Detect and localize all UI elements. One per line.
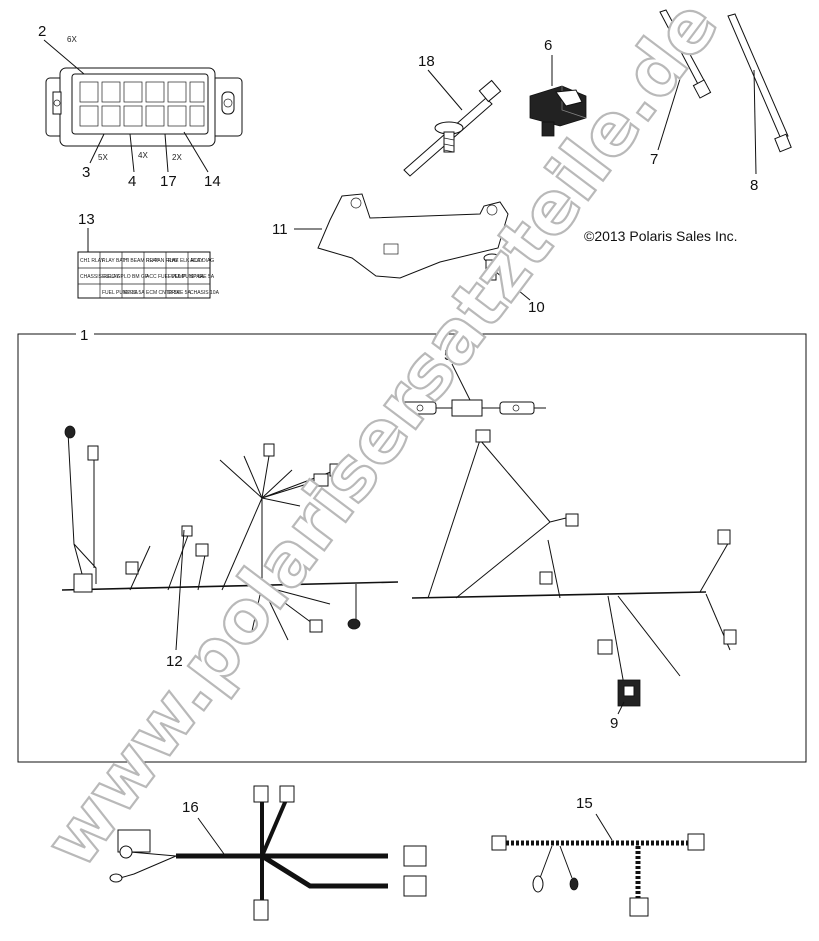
- leader-18: [427, 69, 463, 111]
- callout-16: 16: [182, 799, 199, 816]
- callout-15: 15: [576, 795, 593, 812]
- callout-5: 5: [444, 347, 452, 364]
- fuse-cell: ECM CNTR 5A: [146, 290, 181, 296]
- leader-17: [164, 133, 169, 173]
- callout-4: 4: [128, 173, 136, 190]
- main-harness-frame: [17, 333, 807, 763]
- fuse-cell: DRIVE 5A: [168, 290, 191, 296]
- leader-12: [175, 529, 185, 651]
- leader-2: [43, 39, 85, 75]
- callout-9: 9: [610, 715, 618, 732]
- fuse-cell: HI BEAM RLAY: [124, 258, 159, 264]
- leader-8: [753, 69, 757, 175]
- leader-14: [183, 131, 209, 173]
- fuse-cell: LO BM GP: [124, 274, 149, 280]
- callout-1: 1: [80, 327, 88, 344]
- fuse-cell: FUEL PUMP 5A: [102, 290, 139, 296]
- qty-4x: 4X: [138, 151, 148, 160]
- callout-13: 13: [78, 211, 95, 228]
- callout-12: 12: [166, 653, 183, 670]
- cable-tie-mount: [403, 79, 502, 177]
- callout-7: 7: [650, 151, 658, 168]
- callout-14: 14: [204, 173, 221, 190]
- push-rivet: [483, 253, 501, 281]
- callout-6: 6: [544, 37, 552, 54]
- auxiliary-harness: [109, 785, 427, 921]
- extension-harness: [491, 833, 705, 917]
- fuse-cell: ACC FUEL PUMP: [146, 274, 187, 280]
- connector-part: [529, 85, 587, 137]
- jumper-harness: [396, 399, 546, 417]
- leader-16: [197, 817, 225, 855]
- qty-5x: 5X: [98, 153, 108, 162]
- fuse-cell: SPARE 5A: [190, 274, 215, 280]
- callout-10: 10: [528, 299, 545, 316]
- fuse-cell: CHASSIS RELAY: [80, 274, 120, 280]
- chassis-harness-right: [411, 429, 737, 707]
- fuse-cell: ACC DIAG: [190, 258, 214, 264]
- fuse-cell: RHE ELK RLAY: [168, 258, 204, 264]
- leader-3: [89, 133, 105, 164]
- callout-17: 17: [160, 173, 177, 190]
- cable-tie-8: [727, 13, 792, 153]
- leader-15: [595, 813, 613, 841]
- leader-9: [617, 701, 625, 715]
- leader-5: [451, 363, 471, 401]
- chassis-harness-left: [61, 425, 399, 641]
- leader-10: [495, 271, 531, 301]
- fuse-cell: RR FAN RLAY: [146, 258, 179, 264]
- fuse-cell: ELEC GP: [102, 274, 124, 280]
- callout-8: 8: [750, 177, 758, 194]
- fuse-box: [45, 67, 243, 147]
- mounting-bracket: [317, 193, 509, 279]
- callout-11: 11: [272, 221, 288, 238]
- cable-tie-7: [659, 9, 712, 99]
- callout-3: 3: [82, 164, 90, 181]
- qty-6x: 6X: [67, 35, 77, 44]
- fuse-label-row-3: FUEL PUMP 5A ELEC 5A ECM CNTR 5A DRIVE 5…: [102, 290, 220, 296]
- callout-2: 2: [38, 23, 46, 40]
- callout-18: 18: [418, 53, 435, 70]
- leader-7: [657, 65, 685, 151]
- fuse-cell: RLAY BATT: [102, 258, 128, 264]
- fuse-cell: ELEC 5A: [124, 290, 145, 296]
- qty-2x: 2X: [172, 153, 182, 162]
- fuse-cell: FUEL PUMP 5A: [168, 274, 205, 280]
- fuse-cell: CH1 RLAY: [80, 258, 105, 264]
- copyright-notice: ©2013 Polaris Sales Inc.: [584, 228, 738, 244]
- fuse-label-row-2: CHASSIS RELAY ELEC GP LO BM GP ACC FUEL …: [80, 274, 215, 280]
- fuse-label-row-1: CH1 RLAY RLAY BATT HI BEAM RLAY RR FAN R…: [80, 258, 214, 264]
- fuse-label-table: CH1 RLAY RLAY BATT HI BEAM RLAY RR FAN R…: [77, 251, 220, 299]
- fuse-cell: CHASIS 10A: [190, 290, 220, 296]
- leader-4: [129, 133, 135, 173]
